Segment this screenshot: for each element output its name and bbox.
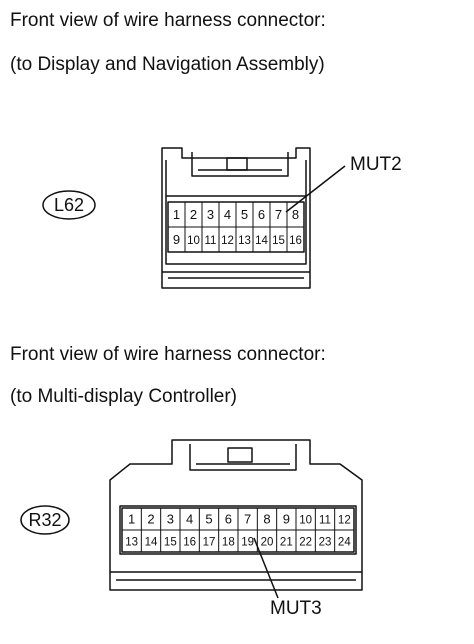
l62-pin-7: 7 [275,207,282,222]
r32-pin-20: 20 [261,537,274,549]
l62-pin-13: 13 [238,235,251,247]
l62-id-label: L62 [54,195,84,215]
r32-pin-3: 3 [167,512,174,527]
r32-connector-housing [109,439,363,591]
r32-pin-16: 16 [183,537,196,549]
l62-pin-16: 16 [289,235,302,247]
r32-pin-19: 19 [241,537,254,549]
r32-pin-18: 18 [222,537,235,549]
l62-caption-line2: (to Display and Navigation Assembly) [10,54,325,75]
l62-pin-11: 11 [205,235,217,247]
r32-pin-4: 4 [186,512,193,527]
r32-pin-13: 13 [125,537,138,549]
l62-caption-line1: Front view of wire harness connector: [10,10,326,31]
r32-pin-24: 24 [338,537,351,549]
l62-id-ellipse [42,190,96,220]
l62-pin-8: 8 [292,207,299,222]
l62-pin-14: 14 [255,235,268,247]
r32-pin-10: 10 [299,515,312,527]
r32-pin-9: 9 [283,512,290,527]
r32-pin-8: 8 [263,512,270,527]
l62-pin-6: 6 [258,207,265,222]
r32-pin-6: 6 [225,512,232,527]
l62-pin-4: 4 [224,207,231,222]
l62-pin-3: 3 [207,207,214,222]
r32-pin-12: 12 [338,515,351,527]
r32-pin-14: 14 [145,537,158,549]
r32-pin-5: 5 [205,512,212,527]
r32-pin-17: 17 [203,537,216,549]
l62-connector-housing [161,147,311,289]
l62-callout-label: MUT2 [350,154,402,175]
l62-pin-15: 15 [272,235,285,247]
l62-pin-9: 9 [173,232,180,247]
r32-caption-line2: (to Multi-display Controller) [10,386,238,407]
l62-callout-leader [285,165,346,213]
r32-callout-label: MUT3 [270,598,322,619]
r32-pin-21: 21 [280,537,293,549]
r32-pin-grid [121,507,355,553]
r32-pin-11: 11 [319,515,331,527]
l62-pin-2: 2 [190,207,197,222]
l62-pin-10: 10 [187,235,200,247]
r32-pin-7: 7 [244,512,251,527]
l62-pin-1: 1 [173,207,180,222]
r32-caption-line1: Front view of wire harness connector: [10,344,326,365]
r32-id-label: R32 [28,510,61,530]
r32-pin-1: 1 [128,512,135,527]
r32-pin-22: 22 [299,537,312,549]
r32-pin-15: 15 [164,537,177,549]
l62-pin-12: 12 [221,235,234,247]
r32-id-ellipse [20,505,70,535]
r32-pin-2: 2 [147,512,154,527]
l62-pin-grid [167,201,305,253]
r32-callout-leader [253,537,279,599]
l62-pin-5: 5 [241,207,248,222]
r32-pin-23: 23 [319,537,332,549]
